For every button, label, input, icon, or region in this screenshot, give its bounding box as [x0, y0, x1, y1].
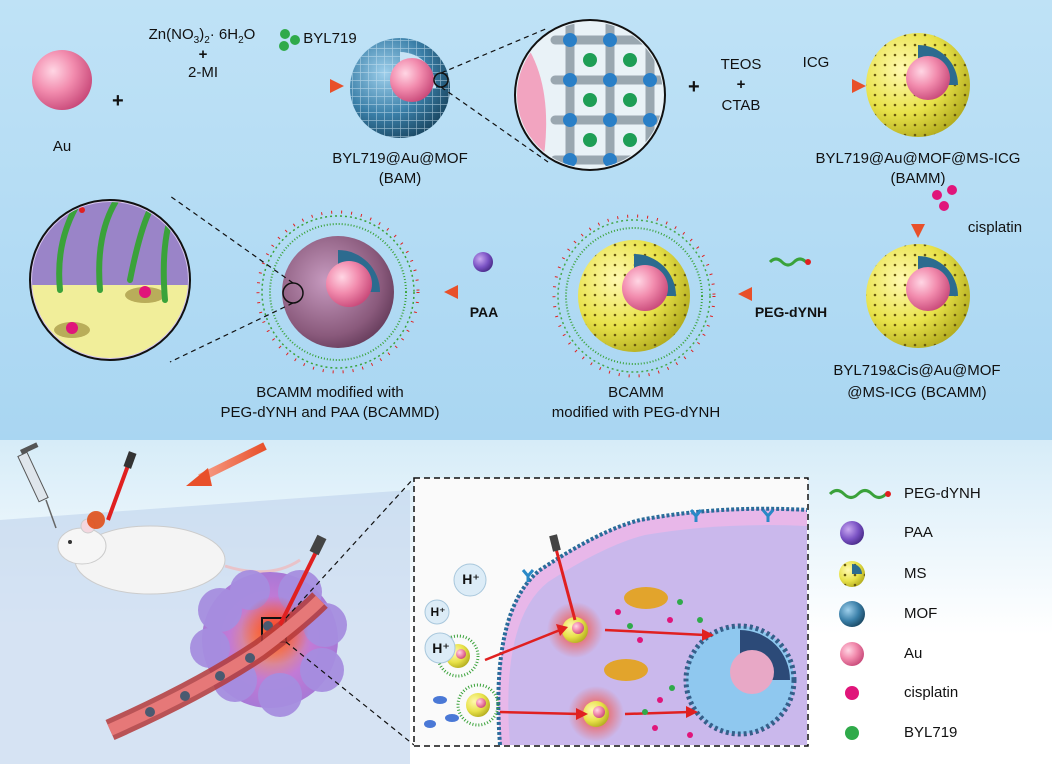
label-bcamm-line1: BYL719&Cis@Au@MOF	[833, 362, 1001, 379]
syringe-icon	[17, 442, 57, 529]
label-teos: TEOS	[720, 56, 762, 73]
label-bamm-line1: BYL719@Au@MOF@MS-ICG	[815, 150, 1021, 167]
legend-label-mof: MOF	[904, 605, 938, 622]
bcammd-zoom-inset	[29, 199, 191, 361]
legend-label-peg: PEG-dYNH	[904, 485, 981, 502]
label-bcammd-line2: PEG-dYNH and PAA (BCAMMD)	[220, 404, 440, 421]
label-bcamm-peg-line2: modified with PEG-dYNH	[551, 404, 721, 421]
label-cisplatin: cisplatin	[967, 219, 1023, 236]
mof-zoom-inset	[514, 19, 666, 171]
label-plus-small: +	[198, 46, 208, 63]
paa-particle	[473, 252, 493, 272]
label-bcamm-peg-line1: BCAMM	[608, 384, 664, 401]
byl719-dot-icon	[845, 726, 859, 740]
bamm-particle	[866, 33, 970, 137]
legend-label-paa: PAA	[904, 524, 933, 541]
label-plus-mid: +	[736, 76, 746, 93]
mouse-illustration	[57, 511, 301, 595]
bcamm-particle	[866, 244, 970, 348]
label-ctab: CTAB	[721, 97, 761, 114]
label-bam-line1: BYL719@Au@MOF	[332, 150, 468, 167]
mof-particle-icon	[839, 601, 865, 627]
bam-particle	[350, 38, 450, 138]
label-byl719: BYL719	[303, 30, 357, 47]
legend-label-cisplatin: cisplatin	[904, 684, 959, 701]
legend-label-ms: MS	[904, 565, 927, 582]
peg-chain-icon	[828, 489, 888, 499]
label-h-plus-1: H⁺	[462, 571, 480, 587]
legend-label-byl719: BYL719	[904, 724, 958, 741]
laser-fiber-mouse	[106, 459, 132, 521]
bcammd-particle	[256, 210, 420, 374]
label-h-plus-3: H⁺	[432, 640, 450, 656]
au-sphere-icon	[840, 642, 864, 666]
label-au: Au	[52, 138, 72, 155]
label-bcamm-line2: @MS-ICG (BCAMM)	[847, 384, 987, 401]
peg-chain-icon	[768, 257, 808, 267]
label-bcammd-line1: BCAMM modified with	[256, 384, 404, 401]
ms-particle-icon	[839, 561, 865, 587]
legend-label-au: Au	[904, 645, 923, 662]
legend-icons	[828, 489, 891, 740]
paa-particle-icon	[840, 521, 864, 545]
cisplatin-dots-icon	[932, 185, 957, 211]
label-2mi: 2-MI	[188, 64, 218, 81]
bcamm-peg-particle	[552, 214, 716, 378]
byl719-dots-icon	[279, 29, 300, 51]
label-h-plus-2: H⁺	[430, 605, 446, 619]
label-peg-dynh: PEG-dYNH	[754, 304, 828, 320]
cisplatin-dot-icon	[845, 686, 859, 700]
plus-sign: +	[112, 90, 124, 112]
label-paa: PAA	[469, 304, 499, 320]
label-icg: ICG	[802, 54, 830, 71]
cell-inset	[413, 477, 809, 747]
label-bam-line2: (BAM)	[378, 170, 422, 187]
plus-sign-2: +	[688, 76, 700, 98]
label-zinc-nitrate: Zn(NO3)2· 6H2O	[148, 26, 256, 46]
au-sphere	[32, 50, 92, 110]
label-bamm-line2: (BAMM)	[890, 170, 946, 187]
injection-arrow	[198, 442, 267, 482]
